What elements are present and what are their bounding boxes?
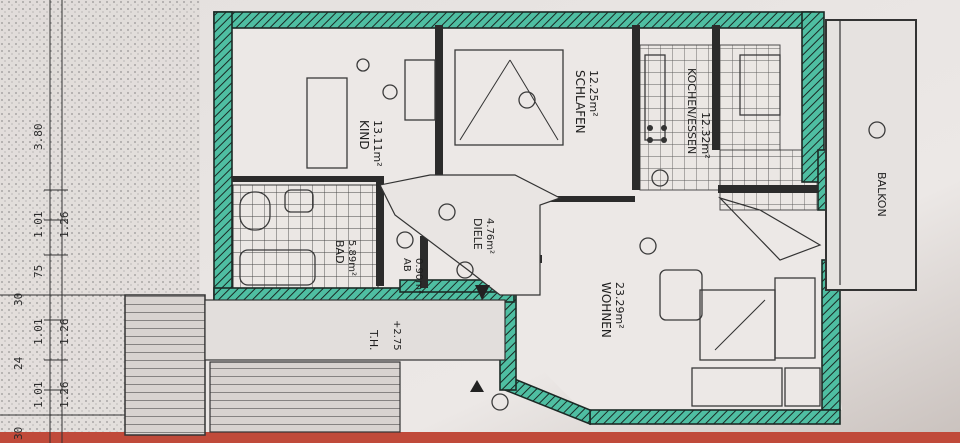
arrow-marker bbox=[475, 285, 490, 300]
svg-text:T.H.: T.H. bbox=[367, 329, 380, 351]
staircase bbox=[209, 361, 401, 433]
radiator-symbol bbox=[639, 237, 657, 255]
svg-text:AB: AB bbox=[401, 258, 412, 272]
room-label-kind: KIND 13.11m² bbox=[357, 120, 384, 167]
svg-text:5.89m²: 5.89m² bbox=[346, 240, 357, 276]
sofa-corner bbox=[784, 367, 821, 407]
room-label-kochen-essen: KOCHEN/ESSEN 12.32m² bbox=[685, 68, 712, 159]
bed bbox=[306, 77, 348, 169]
room-label-ab: AB 0.90m² bbox=[401, 258, 424, 294]
svg-text:WOHNEN: WOHNEN bbox=[599, 282, 613, 338]
arrow-marker bbox=[470, 380, 484, 392]
room-label-bad: BAD 5.89m² bbox=[333, 240, 357, 276]
dimension-label: 1.26 bbox=[58, 319, 71, 346]
svg-text:BALKON: BALKON bbox=[875, 172, 888, 217]
room-label-balkon: BALKON bbox=[875, 172, 888, 217]
wardrobe bbox=[404, 59, 436, 121]
door-swing bbox=[717, 196, 822, 261]
balcony-area bbox=[825, 19, 917, 291]
svg-text:KOCHEN/ESSEN: KOCHEN/ESSEN bbox=[685, 68, 698, 154]
svg-text:23.29m²: 23.29m² bbox=[613, 282, 626, 329]
svg-text:KIND: KIND bbox=[357, 120, 371, 150]
radiator-symbol bbox=[396, 231, 414, 249]
dimension-label: 1.26 bbox=[58, 382, 71, 409]
svg-text:13.11m²: 13.11m² bbox=[371, 120, 384, 167]
room-label-schlafen: SCHLAFEN 12.25m² bbox=[573, 70, 600, 134]
svg-text:0.90m²: 0.90m² bbox=[413, 258, 424, 294]
svg-text:12.25m²: 12.25m² bbox=[587, 70, 600, 117]
svg-text:BAD: BAD bbox=[333, 240, 346, 264]
hallway-outline bbox=[379, 174, 562, 296]
svg-text:DIELE: DIELE bbox=[471, 218, 484, 250]
dimension-label: 1.01 bbox=[32, 382, 45, 409]
dimension-label: 30 bbox=[12, 427, 25, 440]
radiator-symbol bbox=[518, 91, 536, 109]
armchair bbox=[774, 277, 816, 359]
radiator-symbol bbox=[651, 169, 669, 187]
dimension-label: 75 bbox=[32, 265, 45, 278]
paper-edge bbox=[0, 432, 960, 443]
bathtub bbox=[239, 249, 316, 286]
radiator-symbol bbox=[438, 203, 456, 221]
svg-text:+2.75: +2.75 bbox=[391, 320, 402, 351]
sofa bbox=[691, 367, 783, 407]
dimension-label: 1.26 bbox=[58, 212, 71, 239]
svg-text:SCHLAFEN: SCHLAFEN bbox=[573, 70, 587, 134]
dimension-label: 3.80 bbox=[32, 124, 45, 151]
armchair bbox=[659, 269, 703, 321]
dimension-label: 24 bbox=[12, 356, 25, 370]
dimension-label: 30 bbox=[12, 293, 25, 306]
radiator-symbol bbox=[491, 393, 509, 411]
room-label-treppenhaus: T.H. +2.75 bbox=[367, 320, 402, 351]
toilet bbox=[239, 191, 271, 231]
kitchen-counter bbox=[644, 54, 666, 141]
kitchen-cabinet bbox=[739, 54, 781, 116]
radiator-symbol bbox=[456, 261, 474, 279]
double-bed bbox=[454, 49, 564, 146]
lamp-symbol bbox=[382, 84, 398, 100]
washbasin bbox=[284, 189, 314, 213]
radiator-symbol bbox=[868, 121, 886, 139]
socket-symbol bbox=[356, 58, 370, 72]
svg-text:4.76m²: 4.76m² bbox=[484, 218, 495, 254]
exterior-walls bbox=[213, 11, 841, 426]
stair-hall bbox=[204, 299, 506, 361]
room-label-wohnen: WOHNEN 23.29m² bbox=[599, 282, 626, 338]
room-label-diele: DIELE 4.76m² bbox=[471, 218, 495, 254]
svg-text:12.32m²: 12.32m² bbox=[699, 112, 712, 159]
stair-landing bbox=[124, 294, 206, 436]
dimension-label: 1.01 bbox=[32, 212, 45, 239]
dimension-label: 1.01 bbox=[32, 319, 45, 346]
